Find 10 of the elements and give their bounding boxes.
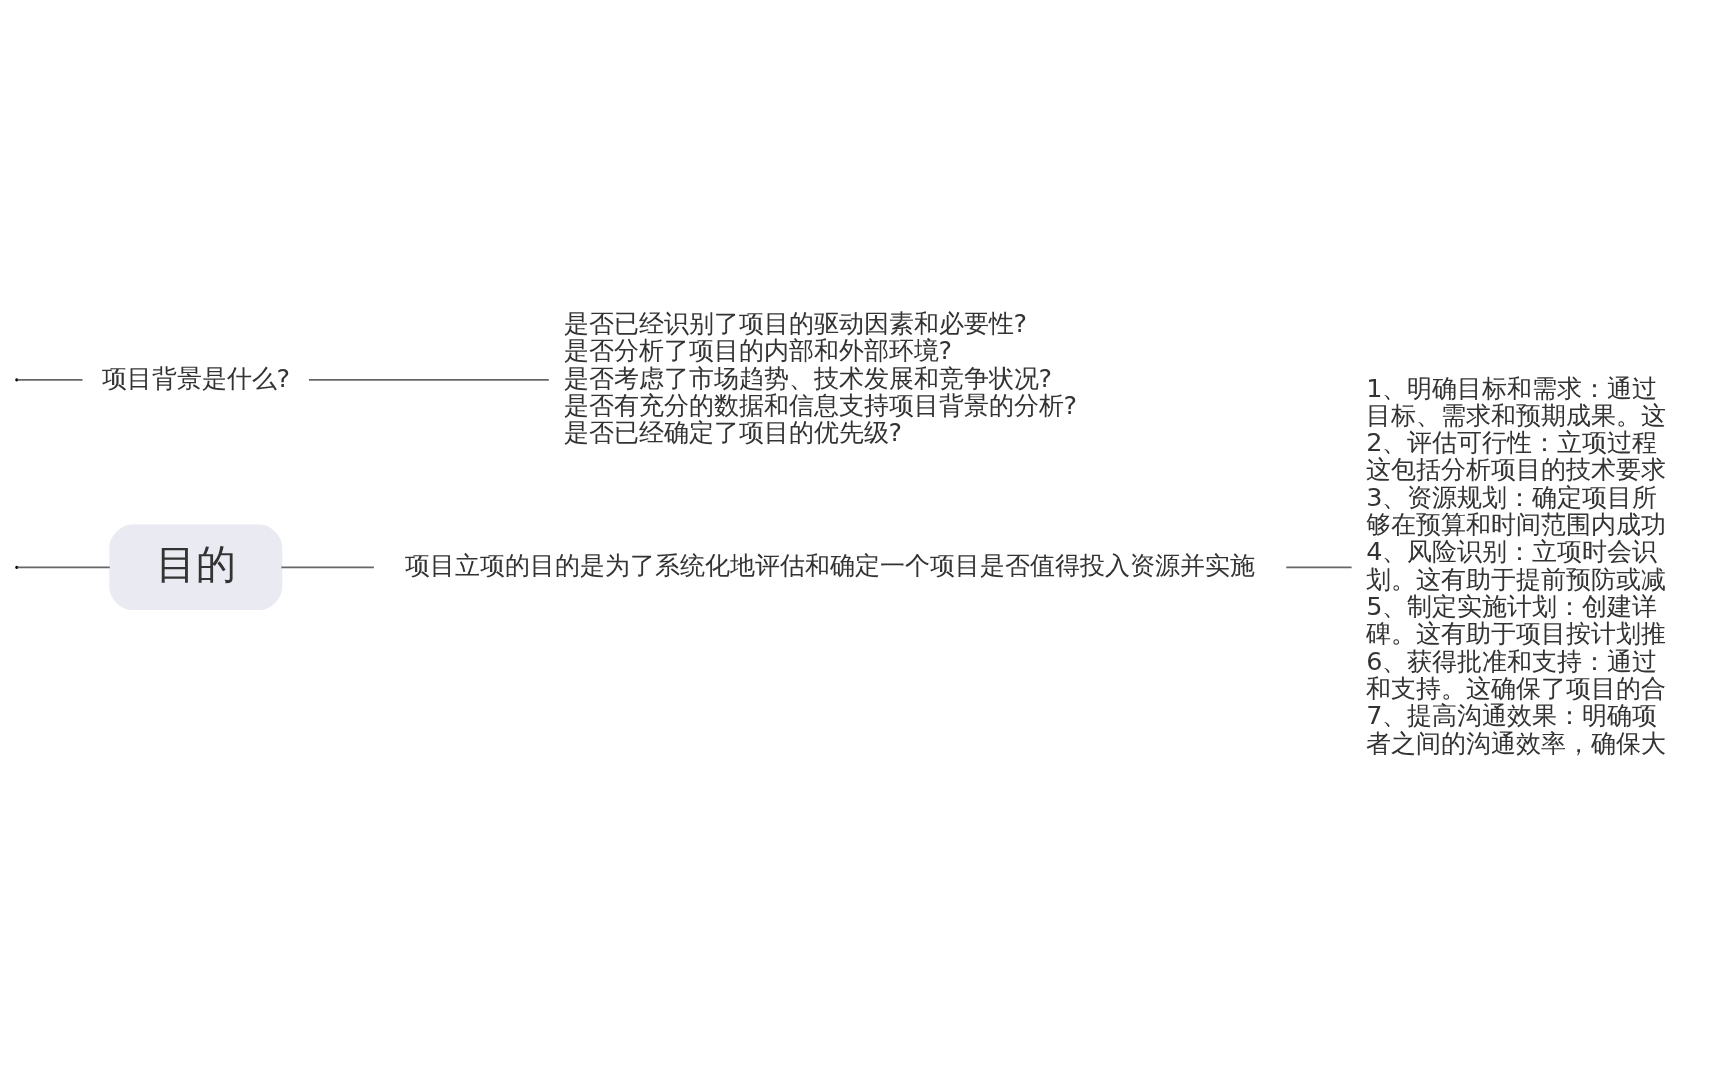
connector: [16, 378, 84, 381]
connector: [280, 565, 375, 568]
node-text: 项目立项的目的是为了系统化地评估和确定一个项目是否值得投入资源并实施: [405, 549, 1256, 580]
connector: [308, 378, 550, 381]
connector: [1285, 565, 1353, 568]
node-box: 目的: [109, 524, 283, 610]
node-text: 是否已经识别了项目的驱动因素和必要性? 是否分析了项目的内部和外部环境? 是否考虑了市场趋势、技术发展和竞争状况? 是否有充分的数据和信息支持项目背景的分析? 是否已经确定了项目的优先级?: [563, 307, 1078, 447]
node-text: 1、明确目标和需求：通过 目标、需求和预期成果。这 2、评估可行性：立项过程 这包括分析项目的技术要求 3、资源规划：确定项目所 够在预算和时间范围内成功 4、风险识别：立项时会识 划。这有助于提前预防或减 5、制定实施计划：创建详 碑。这有助于项目按计划推 6、获得批准和支持：通过 和支持。这确保了项目的合 7、提高沟通效果：明确项 者之间的沟通效率，确保大: [1366, 372, 1667, 758]
connector: [16, 565, 111, 568]
node-text: 项目背景是什么?: [101, 362, 291, 393]
